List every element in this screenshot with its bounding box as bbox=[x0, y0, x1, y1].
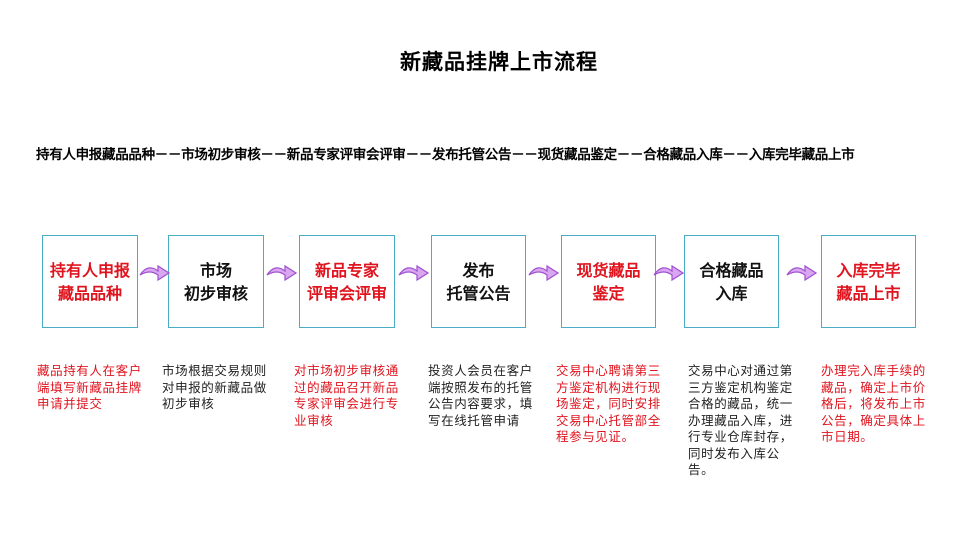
step-label-5: 现货藏品 鉴定 bbox=[576, 260, 641, 303]
step-label-3: 新品专家 评审会评审 bbox=[306, 260, 387, 303]
step-label-1: 持有人申报 藏品品种 bbox=[49, 260, 130, 303]
step-label-6: 合格藏品 入库 bbox=[699, 260, 764, 303]
step-box-2: 市场 初步审核 bbox=[168, 235, 264, 328]
step-box-7: 入库完毕 藏品上市 bbox=[821, 235, 916, 328]
arrow-right-icon bbox=[139, 264, 171, 282]
step-desc-4: 投资人会员在客户端按照发布的托管公告内容要求，填写在线托管申请 bbox=[428, 363, 533, 428]
page-title: 新藏品挂牌上市流程 bbox=[400, 50, 598, 74]
step-box-3: 新品专家 评审会评审 bbox=[299, 235, 395, 328]
step-desc-5: 交易中心聘请第三方鉴定机构进行现场鉴定，同时安排交易中心托管部全程参与见证。 bbox=[556, 363, 661, 444]
arrow-right-icon bbox=[786, 264, 818, 282]
step-label-7: 入库完毕 藏品上市 bbox=[836, 260, 901, 303]
step-box-6: 合格藏品 入库 bbox=[684, 235, 779, 328]
step-label-4: 发布 托管公告 bbox=[446, 260, 511, 303]
process-summary: 持有人申报藏品品种－－市场初步审核－－新品专家评审会评审－－发布托管公告－－现货… bbox=[36, 147, 855, 163]
step-box-4: 发布 托管公告 bbox=[431, 235, 526, 328]
arrow-right-icon bbox=[398, 264, 430, 282]
step-desc-3: 对市场初步审核通过的藏品召开新品专家评审会进行专业审核 bbox=[294, 363, 399, 428]
step-box-5: 现货藏品 鉴定 bbox=[561, 235, 656, 328]
step-box-1: 持有人申报 藏品品种 bbox=[42, 235, 138, 328]
arrow-right-icon bbox=[653, 264, 685, 282]
step-desc-6: 交易中心对通过第三方鉴定机构鉴定合格的藏品，统一办理藏品入库，进行专业仓库封存，… bbox=[688, 363, 793, 477]
step-desc-7: 办理完入库手续的藏品，确定上市价格后，将发布上市公告，确定具体上市日期。 bbox=[821, 363, 926, 444]
step-desc-1: 藏品持有人在客户端填写新藏品挂牌申请并提交 bbox=[37, 363, 142, 411]
arrow-right-icon bbox=[528, 264, 560, 282]
arrow-right-icon bbox=[266, 264, 298, 282]
step-desc-2: 市场根据交易规则对申报的新藏品做初步审核 bbox=[162, 363, 267, 411]
step-label-2: 市场 初步审核 bbox=[183, 260, 248, 303]
